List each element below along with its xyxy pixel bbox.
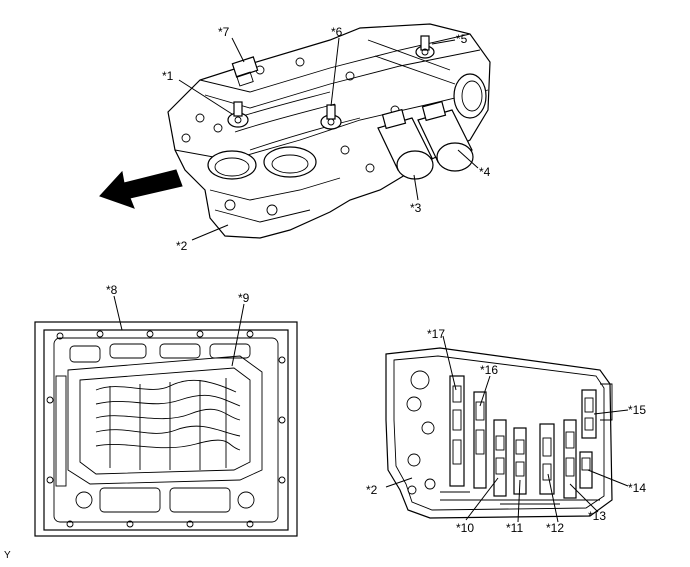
callouts-top: *1 *7 *6 *5 *4 *3 *2: [162, 25, 491, 253]
callout-15: *15: [628, 403, 646, 417]
callout-4: *4: [479, 165, 491, 179]
valve-11: [513, 427, 527, 495]
solenoid-3: [377, 108, 434, 180]
valve-14: [579, 451, 593, 489]
callouts-bottom-right: *17 *16 *2 *10 *11 *12 *13 *14 *15: [366, 327, 646, 535]
callout-9: *9: [238, 291, 250, 305]
valve-body-assembly-illustration: [167, 23, 491, 239]
callout-11: *11: [506, 521, 523, 535]
solenoid-6: [320, 104, 342, 130]
callout-14: *14: [628, 481, 646, 495]
valve-15: [581, 389, 597, 439]
front-direction-arrow: [99, 169, 183, 209]
callout-8: *8: [106, 283, 118, 297]
valve-body-open-illustration: [385, 347, 613, 519]
valve-16: [473, 391, 487, 489]
callout-17: *17: [427, 327, 445, 341]
callout-10: *10: [456, 521, 474, 535]
valve-12: [539, 423, 555, 495]
valve-17: [449, 375, 465, 487]
callout-2-top: *2: [176, 239, 188, 253]
callout-7: *7: [218, 25, 230, 39]
callout-1: *1: [162, 69, 174, 83]
callout-16: *16: [480, 363, 498, 377]
solenoid-5: [415, 35, 435, 59]
valve-body-plate-illustration: [34, 321, 298, 537]
callout-6: *6: [331, 25, 343, 39]
figure-code: Y: [4, 550, 11, 561]
callout-3: *3: [410, 201, 422, 215]
callout-2-right: *2: [366, 483, 378, 497]
callouts-bottom-left: *8 *9: [106, 283, 250, 367]
callout-12: *12: [546, 521, 564, 535]
callout-5: *5: [456, 32, 468, 46]
valve-10: [493, 419, 507, 497]
valve-13: [563, 419, 577, 499]
solenoid-4: [417, 100, 474, 172]
solenoid-1: [227, 101, 249, 128]
callout-13: *13: [588, 509, 606, 523]
